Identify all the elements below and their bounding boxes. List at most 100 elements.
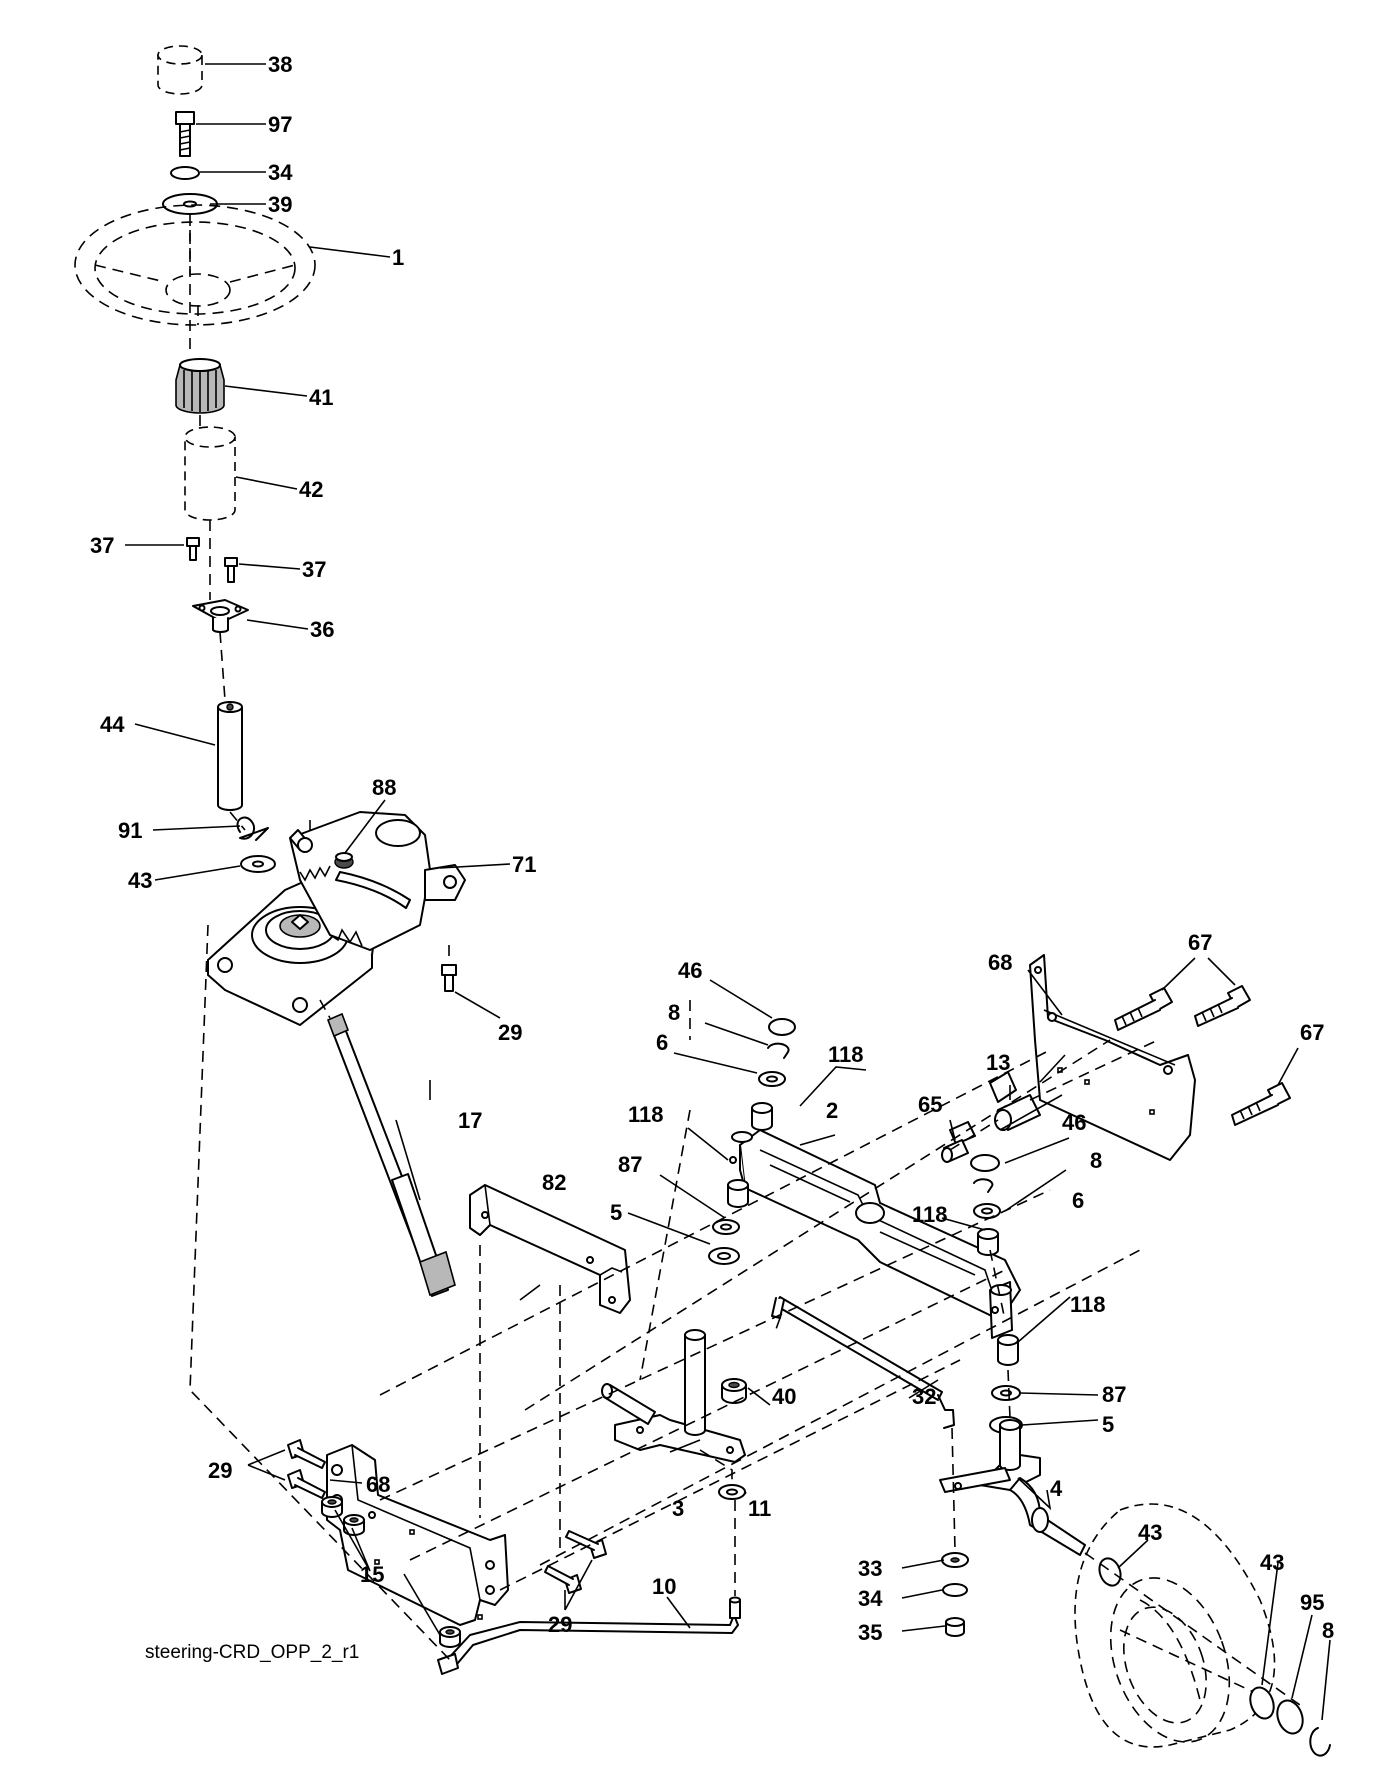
callout-34: 34 — [268, 160, 293, 185]
callout-2: 2 — [826, 1098, 838, 1123]
steering-gear-box-71 — [207, 811, 466, 1026]
callout-5-right: 5 — [1102, 1412, 1114, 1437]
callout-97: 97 — [268, 112, 292, 137]
callout-91: 91 — [118, 818, 142, 843]
callout-82: 82 — [542, 1170, 566, 1195]
tie-rod-32 — [771, 1296, 956, 1551]
callout-10: 10 — [652, 1574, 676, 1599]
nut-40 — [721, 1378, 747, 1404]
callout-87-left: 87 — [618, 1152, 642, 1177]
callout-15: 15 — [360, 1562, 384, 1587]
callout-41: 41 — [309, 385, 333, 410]
screw-37-left — [186, 537, 200, 561]
bearing-flange-36 — [192, 599, 249, 633]
steering-shaft-17 — [319, 999, 456, 1297]
callout-1: 1 — [392, 245, 404, 270]
callout-29-lower: 29 — [548, 1612, 572, 1637]
bolt-97 — [175, 111, 195, 157]
washer-43-axle — [1098, 1557, 1122, 1587]
washer-95 — [1276, 1699, 1304, 1735]
axle-bracket-68-right — [1029, 954, 1196, 1161]
callout-29-upper: 29 — [208, 1458, 232, 1483]
callout-40: 40 — [772, 1384, 796, 1409]
spacer-13 — [994, 1094, 1041, 1131]
callout-43-upper: 43 — [128, 868, 152, 893]
callout-44: 44 — [100, 712, 125, 737]
callout-6-right: 6 — [1072, 1188, 1084, 1213]
shaft-44 — [217, 701, 243, 811]
callout-35: 35 — [858, 1620, 882, 1645]
callout-67-top: 67 — [1188, 930, 1212, 955]
screw-37-right — [224, 557, 238, 583]
callout-46-right: 46 — [1062, 1110, 1086, 1135]
callout-43-axle: 43 — [1138, 1520, 1162, 1545]
callout-68-right: 68 — [988, 950, 1012, 975]
axle-left-hardware — [708, 1018, 796, 1265]
callout-71: 71 — [512, 852, 536, 877]
callout-118-d: 118 — [1070, 1292, 1106, 1317]
bolt-67-a — [1114, 987, 1173, 1031]
callout-88: 88 — [372, 775, 396, 800]
callout-8-left: 8 — [668, 1000, 680, 1025]
callout-118-c: 118 — [912, 1202, 948, 1227]
boot-42 — [184, 426, 236, 521]
callout-32: 32 — [912, 1384, 936, 1409]
callout-37-right: 37 — [302, 557, 326, 582]
bolts-29-lower — [544, 1530, 607, 1594]
washer-33 — [941, 1552, 969, 1568]
callout-87-right: 87 — [1102, 1382, 1126, 1407]
callout-39: 39 — [268, 192, 292, 217]
callout-37-left: 37 — [90, 533, 114, 558]
lock-washer-34 — [170, 166, 200, 180]
callout-33: 33 — [858, 1556, 882, 1581]
callout-13: 13 — [986, 1050, 1010, 1075]
bolt-67-b — [1194, 985, 1251, 1027]
callout-118-a: 118 — [828, 1042, 864, 1067]
callout-6-left: 6 — [656, 1030, 668, 1055]
e-ring-8 — [1309, 1727, 1331, 1757]
callout-42: 42 — [299, 477, 323, 502]
callout-5-left: 5 — [610, 1200, 622, 1225]
axle-right-hardware — [949, 1071, 1023, 1434]
callout-95: 95 — [1300, 1590, 1324, 1615]
callout-67-right: 67 — [1300, 1020, 1324, 1045]
callout-8-wheel: 8 — [1322, 1618, 1334, 1643]
callout-8-right: 8 — [1090, 1148, 1102, 1173]
callout-65: 65 — [918, 1092, 942, 1117]
washer-11 — [718, 1484, 746, 1500]
callout-4: 4 — [1050, 1476, 1063, 1501]
pin-65 — [941, 1139, 969, 1163]
callout-36: 36 — [310, 617, 334, 642]
spindle-4 — [939, 1419, 1086, 1556]
diagram-caption: steering-CRD_OPP_2_r1 — [145, 1642, 359, 1663]
spring-clip-91 — [236, 816, 269, 841]
callout-29-gear: 29 — [498, 1020, 522, 1045]
callout-118-b: 118 — [628, 1102, 664, 1127]
construction-lines — [189, 924, 1159, 1661]
bolt-67-c — [1231, 1082, 1291, 1126]
callout-3: 3 — [672, 1496, 684, 1521]
callout-17: 17 — [458, 1108, 482, 1133]
adapter-41 — [175, 358, 225, 414]
spindle-3 — [601, 1329, 746, 1463]
callout-46-left: 46 — [678, 958, 702, 983]
steering-column-assembly — [74, 45, 316, 873]
callout-43-outer: 43 — [1260, 1550, 1284, 1575]
bracket-82 — [469, 1184, 631, 1314]
callout-68-left: 68 — [366, 1472, 390, 1497]
nut-35 — [945, 1617, 965, 1637]
washer-43-outer — [1249, 1686, 1275, 1720]
callout-34-lower: 34 — [858, 1586, 883, 1611]
bolts-29-upper — [287, 1439, 326, 1499]
leader-lines — [125, 63, 1331, 1721]
callout-38: 38 — [268, 52, 292, 77]
washer-43-upper — [240, 855, 276, 873]
callout-labels: 38 97 34 39 1 41 42 37 37 36 44 88 91 71… — [90, 52, 1334, 1663]
cap-38 — [157, 45, 203, 95]
front-wheel — [1074, 1503, 1276, 1748]
front-axle-2 — [729, 1129, 1021, 1339]
nuts-15 — [321, 1496, 461, 1648]
steering-wheel-1 — [74, 204, 316, 326]
washer-39 — [162, 193, 218, 215]
